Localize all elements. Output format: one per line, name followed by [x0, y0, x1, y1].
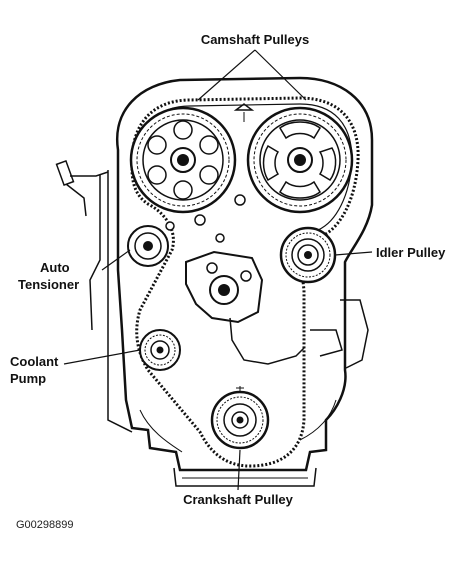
auto-tensioner — [127, 225, 305, 365]
label-coolant-pump-line2: Pump — [10, 371, 46, 386]
idler-pulley — [279, 226, 337, 284]
label-auto-tensioner-line1: Auto — [40, 260, 70, 275]
camshaft-pulley-left — [129, 106, 237, 214]
crankshaft-pulley — [210, 386, 270, 450]
label-camshaft-pulleys: Camshaft Pulleys — [201, 32, 309, 47]
leader-lines — [63, 49, 373, 491]
sensor-probe — [55, 159, 109, 217]
label-crankshaft-pulley: Crankshaft Pulley — [183, 492, 294, 507]
label-auto-tensioner-line2: Tensioner — [18, 277, 79, 292]
coolant-pump — [139, 329, 181, 371]
engine-block — [89, 76, 374, 487]
label-idler-pulley: Idler Pulley — [376, 245, 446, 260]
camshaft-pulley-right — [246, 106, 354, 214]
bolts — [165, 103, 255, 243]
figure-id: G00298899 — [16, 519, 74, 531]
label-coolant-pump-line1: Coolant — [10, 354, 59, 369]
